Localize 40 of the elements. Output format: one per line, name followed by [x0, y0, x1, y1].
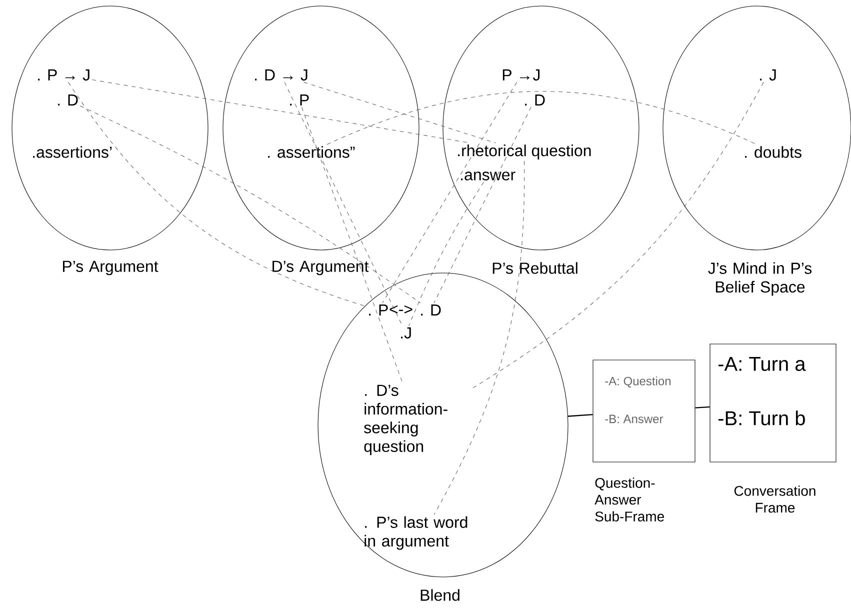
connector-line [568, 414, 593, 417]
space-label: P’s Rebuttal [492, 262, 578, 274]
element-label: .rhetorical question [458, 144, 591, 160]
space-label: J’s Mind in P’s Belief Space [708, 262, 812, 296]
element-label: . P [369, 304, 388, 316]
mapping-line [326, 91, 758, 145]
space-label: Blend [420, 589, 460, 601]
mapping-line [408, 182, 484, 326]
space-label: P’s Argument [63, 260, 158, 276]
element-label: .answer [461, 172, 516, 180]
mapping-line [382, 82, 518, 304]
element-label: . D [421, 304, 441, 316]
element-label: . D’s information-seeking question [364, 384, 448, 456]
mapping-line [68, 82, 366, 307]
frame-label: Conversation Frame [734, 486, 816, 513]
mapping-line [434, 106, 532, 304]
mapping-line [284, 82, 403, 326]
element-label: . P’s last word in argument [364, 516, 468, 550]
relation-label: <-> [390, 305, 412, 314]
element-label: .assertions’ [33, 146, 112, 158]
mapping-line [301, 106, 403, 384]
element-label: . D [525, 94, 545, 106]
mapping-line [470, 82, 764, 390]
connector-line [695, 406, 710, 408]
element-label: . J [760, 69, 776, 81]
element-label: . D [58, 94, 78, 106]
element-label: P →J [502, 69, 540, 81]
element-label: . P [290, 94, 309, 106]
element-label: . P → J [38, 69, 90, 81]
mapping-line [303, 82, 496, 144]
element-label: . D → J [255, 69, 308, 81]
element-label: . doubts [745, 146, 802, 158]
frame-box: -A: Question -B: Answer [592, 360, 696, 462]
space-label: D’s Argument [272, 260, 369, 276]
frame-label: Question-Answer Sub-Frame [594, 478, 664, 522]
frame-box: -A: Turn a -B: Turn b [710, 344, 836, 462]
mapping-line [434, 160, 524, 515]
element-label: . assertions” [268, 146, 355, 158]
element-label: .J [401, 327, 411, 339]
mapping-line [80, 106, 421, 304]
